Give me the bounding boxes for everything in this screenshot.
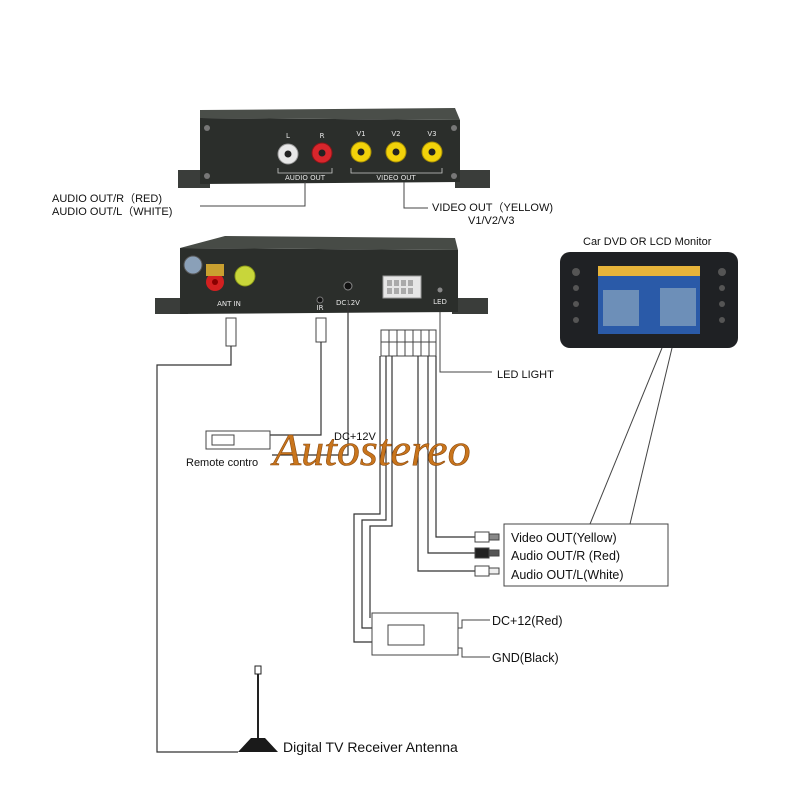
ant-cable-plug — [225, 317, 237, 347]
wire-audio-out-l — [417, 356, 475, 572]
ant-in-connector — [206, 264, 224, 291]
wire-gnd-black — [353, 356, 381, 643]
port-label-l: L — [286, 132, 290, 140]
label-led-light: LED LIGHT — [497, 369, 554, 381]
rca-plug-audio-r — [474, 547, 500, 559]
label-video-out-yellow: Video OUT(Yellow) — [511, 531, 617, 545]
label-remote-control: Remote contro — [186, 457, 258, 469]
leader-video-out — [403, 182, 428, 209]
top-av-unit: L R V1 V2 V3 AUDIO OUT VIDEO OUT — [178, 108, 490, 188]
rca-jack-audio-r — [311, 142, 333, 164]
label-audio-out-r-red: Audio OUT/R (Red) — [511, 549, 620, 563]
label-video-channels: V1/V2/V3 — [468, 215, 514, 227]
screw-icon — [451, 125, 457, 131]
port-label-ant-in: ANT IN — [217, 300, 241, 308]
label-car-dvd-monitor: Car DVD OR LCD Monitor — [583, 236, 712, 248]
ir-cable — [270, 342, 322, 436]
port-label-v1: V1 — [356, 130, 365, 138]
leader-led-light — [439, 312, 492, 373]
rca-jack-v1 — [350, 141, 372, 163]
dc12v-cable — [272, 300, 349, 456]
label-antenna: Digital TV Receiver Antenna — [283, 739, 458, 755]
port-label-v3: V3 — [427, 130, 436, 138]
label-dc12-red: DC+12(Red) — [492, 614, 563, 628]
label-dc12v: DC+12V — [334, 431, 377, 443]
bottom-unit-left-flange — [155, 298, 188, 314]
power-connector — [371, 612, 459, 656]
watermark-text: Autostereo — [270, 424, 471, 475]
label-gnd-black: GND(Black) — [492, 651, 559, 665]
harness-plug — [380, 329, 437, 357]
monitor-link-line — [589, 347, 663, 525]
antenna-cable — [156, 346, 238, 753]
screw-icon — [204, 173, 210, 179]
monitor-link-line — [629, 347, 673, 525]
wire-dc12-red — [361, 356, 387, 629]
top-unit-right-flange — [455, 170, 490, 188]
ir-cable-plug — [315, 317, 327, 343]
bottom-receiver-unit: ANT IN IR DC12V LED — [155, 236, 488, 314]
newsreader-left-icon — [603, 290, 639, 326]
rca-plug-audio-l — [474, 565, 500, 577]
group-label-video-out: VIDEO OUT — [376, 174, 416, 182]
leader-dc12-red — [458, 619, 490, 629]
output-label-box — [503, 523, 669, 587]
rca-jack-audio-l — [277, 143, 299, 165]
ir-port-icon — [316, 296, 324, 304]
label-audio-out-r: AUDIO OUT/R（RED) — [52, 192, 162, 205]
wire-bundle-extra — [369, 356, 393, 618]
wire-video-out — [435, 356, 475, 538]
top-unit-top — [200, 108, 460, 120]
bottom-unit-top — [180, 236, 458, 250]
remote-control-receiver — [205, 430, 271, 450]
port-label-v2: V2 — [391, 130, 400, 138]
port-label-r: R — [320, 132, 325, 140]
ce-badge-icon — [234, 265, 256, 287]
port-label-led: LED — [433, 298, 447, 306]
label-audio-out-l-white: Audio OUT/L(White) — [511, 568, 624, 582]
newsreader-right-icon — [660, 288, 696, 326]
group-label-audio-out: AUDIO OUT — [285, 174, 326, 182]
car-dvd-monitor — [560, 252, 738, 348]
label-video-out: VIDEO OUT（YELLOW) — [432, 201, 553, 214]
leader-gnd-black — [458, 647, 490, 658]
antenna-icon — [238, 665, 278, 752]
leader-audio-out — [200, 182, 306, 207]
sticker-icon — [183, 255, 203, 275]
rca-jack-v2 — [385, 141, 407, 163]
rca-plug-video — [474, 531, 500, 543]
dc-jack-icon — [343, 281, 353, 291]
label-audio-out-l: AUDIO OUT/L（WHITE) — [52, 205, 172, 218]
led-indicator-icon — [437, 287, 443, 293]
screw-icon — [204, 125, 210, 131]
port-label-ir: IR — [317, 304, 324, 312]
screw-icon — [451, 173, 457, 179]
bottom-unit-right-flange — [452, 298, 488, 314]
wire-audio-out-r — [427, 356, 475, 554]
rca-jack-v3 — [421, 141, 443, 163]
harness-socket — [382, 275, 422, 299]
